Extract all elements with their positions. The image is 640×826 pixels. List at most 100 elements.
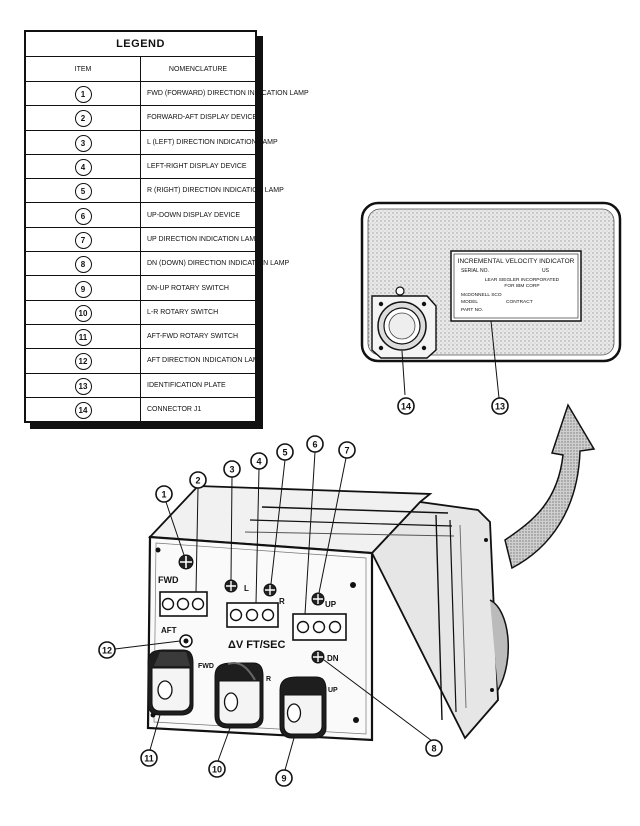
knob-label-up: UP — [328, 687, 338, 694]
plate-model-label: MODEL — [461, 299, 478, 305]
r-lamp — [263, 583, 277, 597]
callout-1: 1 — [155, 485, 173, 503]
label-dn: DN — [327, 654, 339, 663]
legend-item-number-cell: 14 — [24, 396, 141, 423]
legend-row: 4 LEFT-RIGHT DISPLAY DEVICE — [24, 153, 257, 180]
legend-item-number-cell: 1 — [24, 80, 141, 107]
callout-number: 8 — [431, 744, 436, 754]
callout-11: 11 — [140, 749, 158, 767]
callout-number: 11 — [144, 754, 154, 764]
callout-number: 2 — [195, 476, 200, 486]
legend-item-name: AFT-FWD ROTARY SWITCH — [140, 323, 257, 350]
callout-circle — [338, 441, 356, 459]
callout-9: 9 — [275, 769, 293, 787]
legend-item-number: 2 — [74, 110, 92, 128]
legend-item-number: 6 — [74, 207, 92, 225]
legend-item-number-cell: 9 — [24, 275, 141, 301]
callout-3: 3 — [223, 460, 241, 478]
legend-item-name: DN (DOWN) DIRECTION INDICATION LAMP — [140, 251, 289, 277]
callout-circle — [140, 749, 158, 767]
callout-13: 13 — [491, 397, 509, 415]
rear-view: INCREMENTAL VELOCITY INDICATOR SERIAL NO… — [360, 201, 622, 363]
up-lamp — [311, 592, 325, 606]
callout-circle — [98, 641, 116, 659]
legend-item-number: 7 — [74, 231, 92, 249]
callout-number: 13 — [495, 402, 505, 412]
label-up: UP — [325, 600, 337, 609]
l-r-rotary-switch — [214, 662, 264, 729]
callout-number: 4 — [256, 457, 261, 467]
legend-item-number: 3 — [74, 134, 92, 152]
knob-label-r: R — [266, 676, 271, 683]
legend-item-name: IDENTIFICATION PLATE — [140, 372, 257, 398]
callout-circle — [425, 739, 443, 757]
rotation-arrow — [504, 403, 596, 570]
callout-number: 14 — [401, 402, 411, 412]
callout-number: 6 — [312, 440, 317, 450]
identification-plate: INCREMENTAL VELOCITY INDICATOR SERIAL NO… — [450, 250, 582, 322]
callout-circle — [208, 760, 226, 778]
legend-row: 13 IDENTIFICATION PLATE — [24, 372, 257, 398]
label-fwd: FWD — [158, 575, 179, 585]
legend-item-name: L (LEFT) DIRECTION INDICATION LAMP — [140, 129, 278, 155]
callout-8: 8 — [425, 739, 443, 757]
plate-maker-line2: FOR IBM CORP — [504, 283, 539, 289]
legend-item-number: 10 — [74, 304, 92, 322]
callout-12: 12 — [98, 641, 116, 659]
legend-col-nomenclature: NOMENCLATURE — [140, 56, 257, 82]
plate-maker-line1: LEAR SIEGLER INCORPORATED — [485, 277, 560, 283]
legend-row: 9 DN-UP ROTARY SWITCH — [24, 275, 257, 301]
callout-14: 14 — [397, 397, 415, 415]
callout-circle — [250, 452, 268, 470]
fwd-lamp — [178, 554, 194, 570]
callout-number: 9 — [281, 774, 286, 784]
l-lamp — [224, 579, 238, 593]
legend-item-number: 12 — [74, 353, 92, 371]
callout-circle — [397, 397, 415, 415]
legend-item-number: 14 — [74, 402, 92, 419]
legend-row: 11 AFT-FWD ROTARY SWITCH — [24, 323, 257, 350]
callout-number: 1 — [161, 490, 166, 500]
legend-item-number-cell: 2 — [24, 105, 141, 131]
legend-item-number: 5 — [74, 183, 92, 201]
callout-6: 6 — [306, 435, 324, 453]
legend-item-number: 4 — [74, 159, 92, 177]
callout-5: 5 — [276, 443, 294, 461]
callout-4: 4 — [250, 452, 268, 470]
legend-item-number: 1 — [74, 86, 92, 104]
callout-circle — [155, 485, 173, 503]
plate-part-label: PART NO. — [461, 307, 483, 313]
knob-label-fwd: FWD — [198, 663, 214, 670]
legend-row: 12 AFT DIRECTION INDICATION LAMP — [24, 348, 263, 374]
legend-item-name: DN-UP ROTARY SWITCH — [140, 275, 257, 301]
label-l: L — [244, 584, 249, 593]
legend-item-number: 13 — [74, 377, 92, 395]
legend-item-number: 11 — [74, 329, 92, 347]
legend-item-number: 9 — [74, 280, 92, 298]
aft-lamp — [179, 634, 193, 648]
legend-item-name: AFT DIRECTION INDICATION LAMP — [140, 348, 263, 374]
callout-2: 2 — [189, 471, 207, 489]
up-down-display — [292, 613, 347, 641]
legend-row: 14 CONNECTOR J1 — [24, 396, 257, 423]
callout-circle — [275, 769, 293, 787]
legend-item-name: LEFT-RIGHT DISPLAY DEVICE — [140, 153, 257, 180]
plate-contract-label: CONTRACT — [506, 299, 533, 305]
legend-item-name: CONNECTOR J1 — [140, 396, 257, 423]
leader-lines — [114, 320, 500, 771]
legend-item-number-cell: 13 — [24, 372, 141, 398]
legend-item-name: L-R ROTARY SWITCH — [140, 299, 257, 325]
callout-7: 7 — [338, 441, 356, 459]
legend-item-number: 8 — [74, 256, 92, 274]
callout-number: 7 — [344, 446, 349, 456]
plate-customer: McDONNELL SCO — [461, 292, 502, 298]
legend-item-number-cell: 12 — [24, 348, 141, 374]
left-right-display — [226, 602, 279, 628]
forward-aft-display — [159, 591, 208, 617]
callout-circle — [306, 435, 324, 453]
